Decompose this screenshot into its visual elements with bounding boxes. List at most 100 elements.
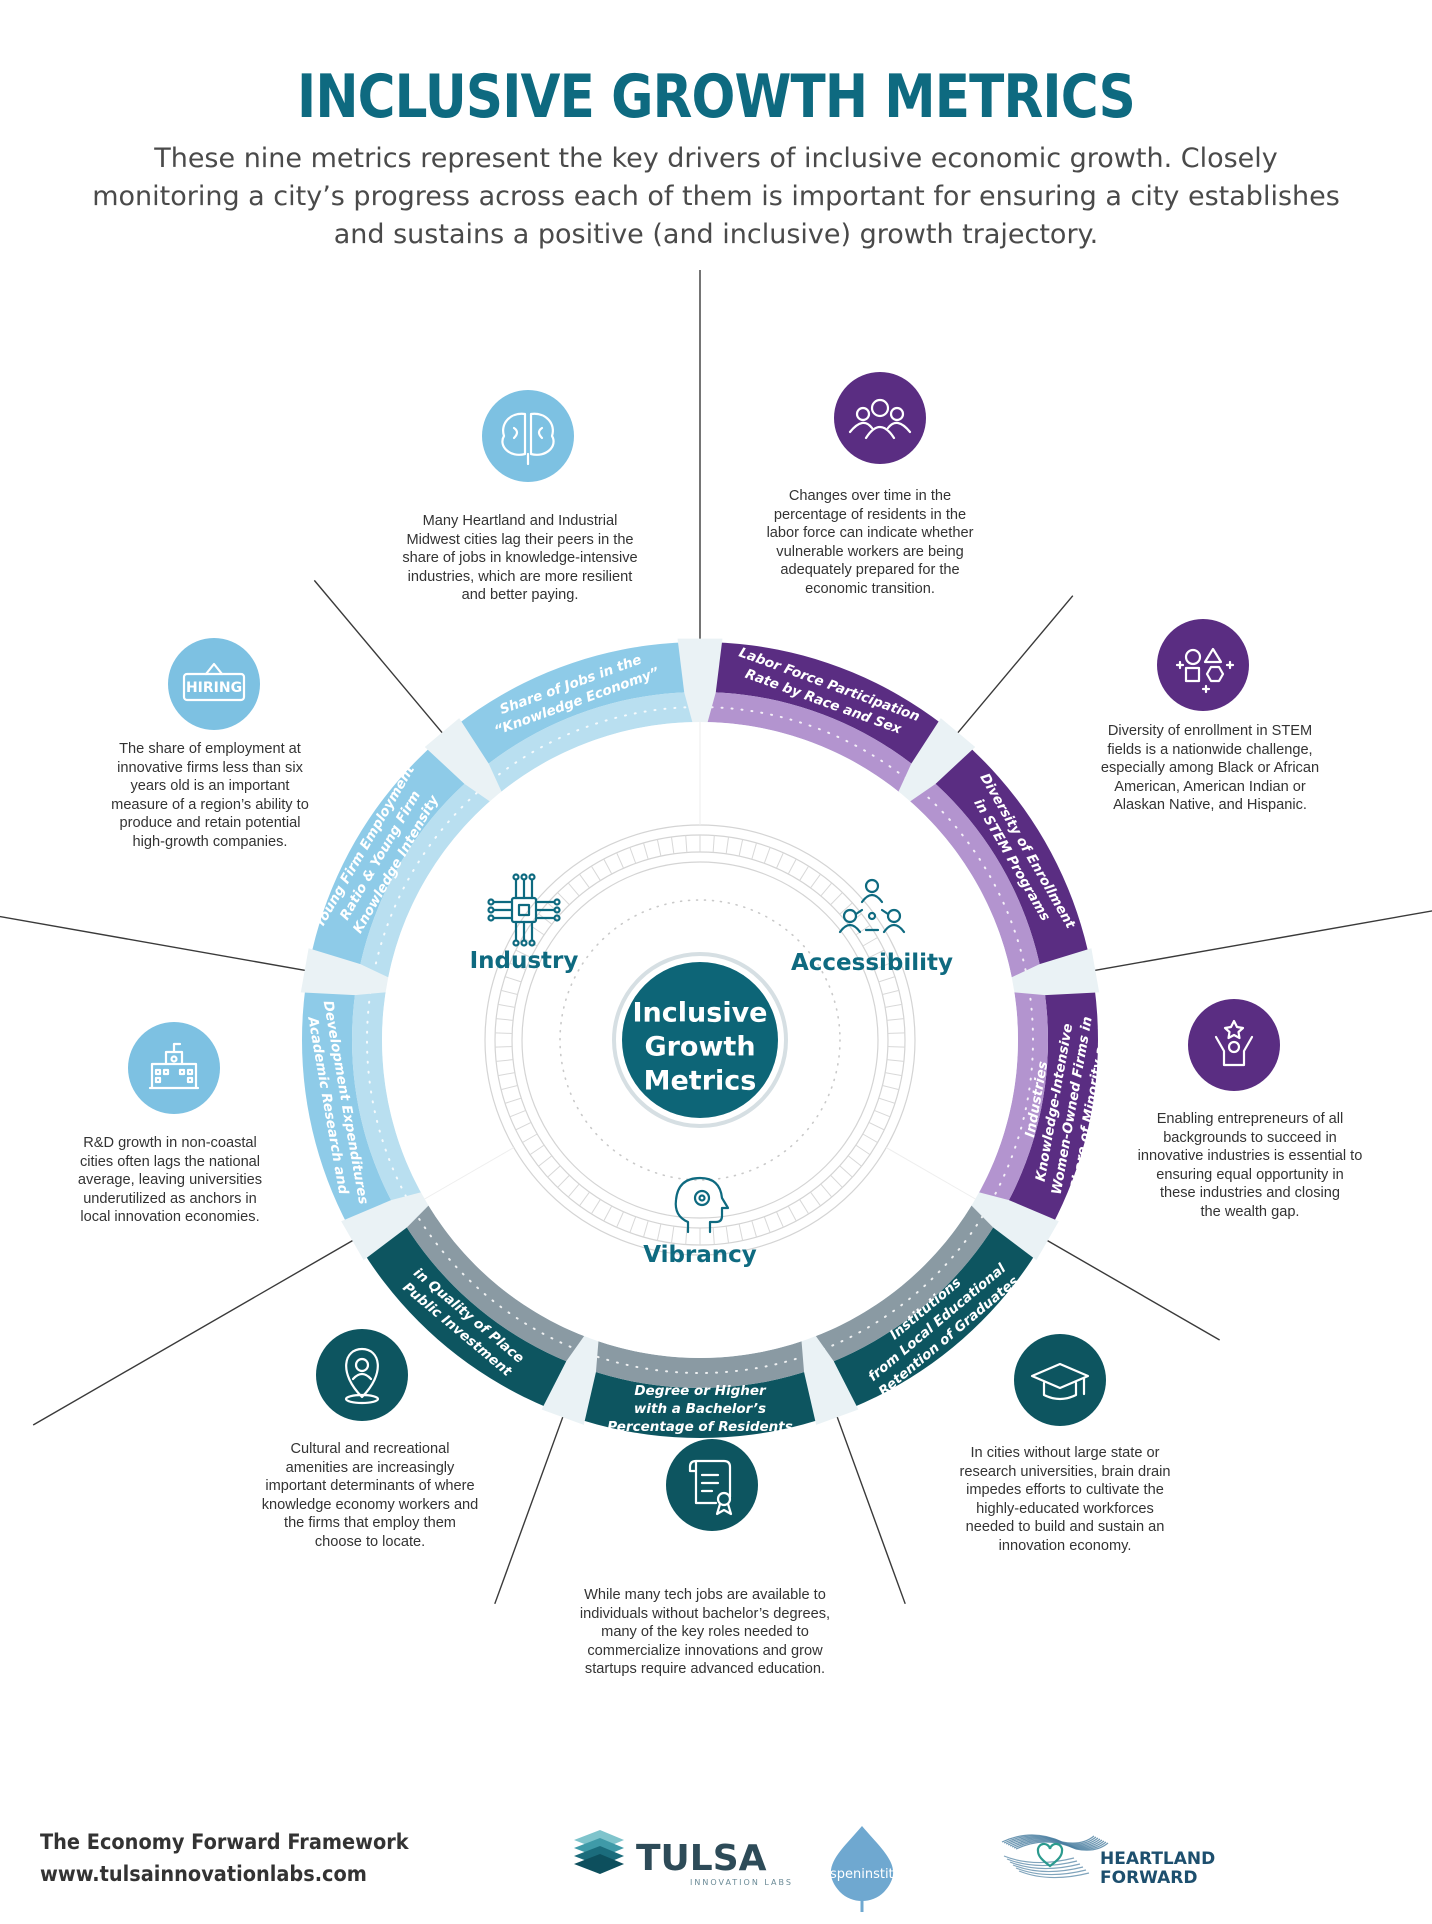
- description-line: backgrounds to succeed in: [1163, 1129, 1337, 1146]
- segment-divider-notch: [541, 1312, 601, 1425]
- description-line: fields is a nationwide challenge,: [1107, 741, 1313, 758]
- description-line: economic transition.: [805, 580, 935, 597]
- description-line: highly-educated workforces: [976, 1500, 1154, 1517]
- ring-tick: [495, 1046, 513, 1048]
- divider-lines: [0, 270, 1432, 1605]
- university-icon: [128, 1022, 220, 1114]
- divider-line: [0, 915, 312, 973]
- ring-tick: [522, 1133, 538, 1143]
- ring-tick: [830, 1174, 843, 1188]
- ring-tick: [885, 1072, 902, 1077]
- center-label-line: Inclusive: [633, 998, 768, 1029]
- hiring-sign-text: HIRING: [186, 680, 242, 696]
- description-line: individuals without bachelor’s degrees,: [579, 1605, 831, 1622]
- center-circle: [622, 962, 778, 1118]
- divider-line: [1088, 910, 1432, 973]
- heartland-logo-line2: FORWARD: [1100, 1868, 1198, 1888]
- description-line: Many Heartland and Industrial: [422, 513, 618, 529]
- heart-icon: [1036, 1842, 1064, 1868]
- metric-label-line: Percentage of Residents: [607, 1419, 793, 1435]
- ring-tick: [504, 976, 522, 983]
- description-line: startups require advanced education.: [584, 1661, 826, 1678]
- microchip-icon: [487, 873, 561, 947]
- ring-tick: [839, 1165, 853, 1178]
- ring-tick: [810, 1191, 821, 1207]
- segment-divider-notch: [424, 718, 514, 818]
- description-line: The share of employment at: [119, 741, 301, 757]
- segment-divider-notch: [886, 718, 976, 818]
- ring-tick: [885, 1003, 902, 1008]
- page-title: INCLUSIVE GROWTH METRICS: [296, 62, 1136, 132]
- ring-tick: [685, 1227, 688, 1245]
- ring-tick: [810, 873, 821, 889]
- footer-url[interactable]: www.tulsainnovationlabs.com: [40, 1862, 367, 1886]
- category-label: Industry: [470, 948, 579, 974]
- description-line: R&D growth in non-coastal: [83, 1135, 257, 1151]
- ring-tick: [868, 949, 885, 959]
- ring-tick: [799, 865, 810, 881]
- ring-tick: [725, 1226, 730, 1244]
- description-line: average, leaving universities: [77, 1172, 263, 1189]
- star-person-icon: [1188, 999, 1280, 1091]
- ring-tick: [603, 1205, 613, 1222]
- ring-tick: [498, 1003, 515, 1008]
- center-label-line: Growth: [644, 1032, 755, 1063]
- description-line: Alaskan Native, and Hispanic.: [1113, 797, 1307, 814]
- description-line: innovation economy.: [998, 1537, 1132, 1554]
- description-line: produce and retain potential: [119, 815, 301, 832]
- ring-tick: [500, 1084, 518, 1091]
- vibrancy-outer-band: [355, 1214, 1045, 1438]
- ring-tick: [515, 949, 532, 959]
- network-people-icon: [838, 878, 906, 934]
- ring-tick: [738, 1223, 744, 1241]
- ring-tick: [855, 1144, 871, 1156]
- description-line: labor force can indicate whether: [766, 525, 974, 542]
- hiring-sign-icon: HIRING: [168, 638, 260, 730]
- segment-divider-notch: [341, 1185, 449, 1261]
- ring-tick: [629, 1216, 637, 1233]
- description-line: innovative firms less than six: [117, 759, 303, 776]
- ring-tick: [590, 865, 601, 881]
- ring-tick: [656, 1223, 662, 1241]
- segment-divider-notch: [799, 1312, 859, 1425]
- ring-tick: [787, 1205, 797, 1222]
- category-label: Vibrancy: [643, 1242, 757, 1268]
- dotted-ring: [559, 899, 841, 1181]
- ring-tick: [579, 1191, 590, 1207]
- description-line: adequately prepared for the: [780, 562, 960, 579]
- ring-tick: [787, 858, 797, 875]
- dotted-arc: [366, 706, 690, 1198]
- inner-ring: [521, 861, 879, 1219]
- diploma-icon: [666, 1439, 758, 1531]
- description-line: important determinants of where: [265, 1478, 475, 1495]
- description-line: local innovation economies.: [80, 1209, 260, 1226]
- divider-line: [834, 1410, 906, 1605]
- divider-line: [313, 579, 447, 738]
- description-line: industries, which are more resilient: [407, 568, 633, 585]
- ring-tick: [496, 1059, 514, 1062]
- description-line: Enabling entrepreneurs of all: [1156, 1111, 1344, 1127]
- ring-tick: [567, 1183, 580, 1198]
- description-line: needed to build and sustain an: [965, 1519, 1165, 1536]
- ring-tick: [496, 1018, 514, 1021]
- description-line: impedes efforts to cultivate the: [966, 1482, 1164, 1499]
- aspen-institute-logo[interactable]: aspeninstitute: [822, 1826, 915, 1912]
- ring-tick: [882, 1084, 900, 1091]
- divider-line: [494, 1410, 566, 1605]
- ring-tick: [751, 842, 757, 860]
- segment-divider-notch: [300, 948, 415, 996]
- ring-tick: [763, 1216, 771, 1233]
- metric-description-9: The share of employment at innovative fir…: [70, 740, 350, 852]
- description-line: knowledge economy workers and: [261, 1496, 479, 1513]
- ring-tick: [839, 902, 853, 915]
- graduation-cap-icon: [1014, 1334, 1106, 1426]
- accessibility-inner-band: [700, 692, 1048, 1214]
- ring-tick: [738, 839, 744, 857]
